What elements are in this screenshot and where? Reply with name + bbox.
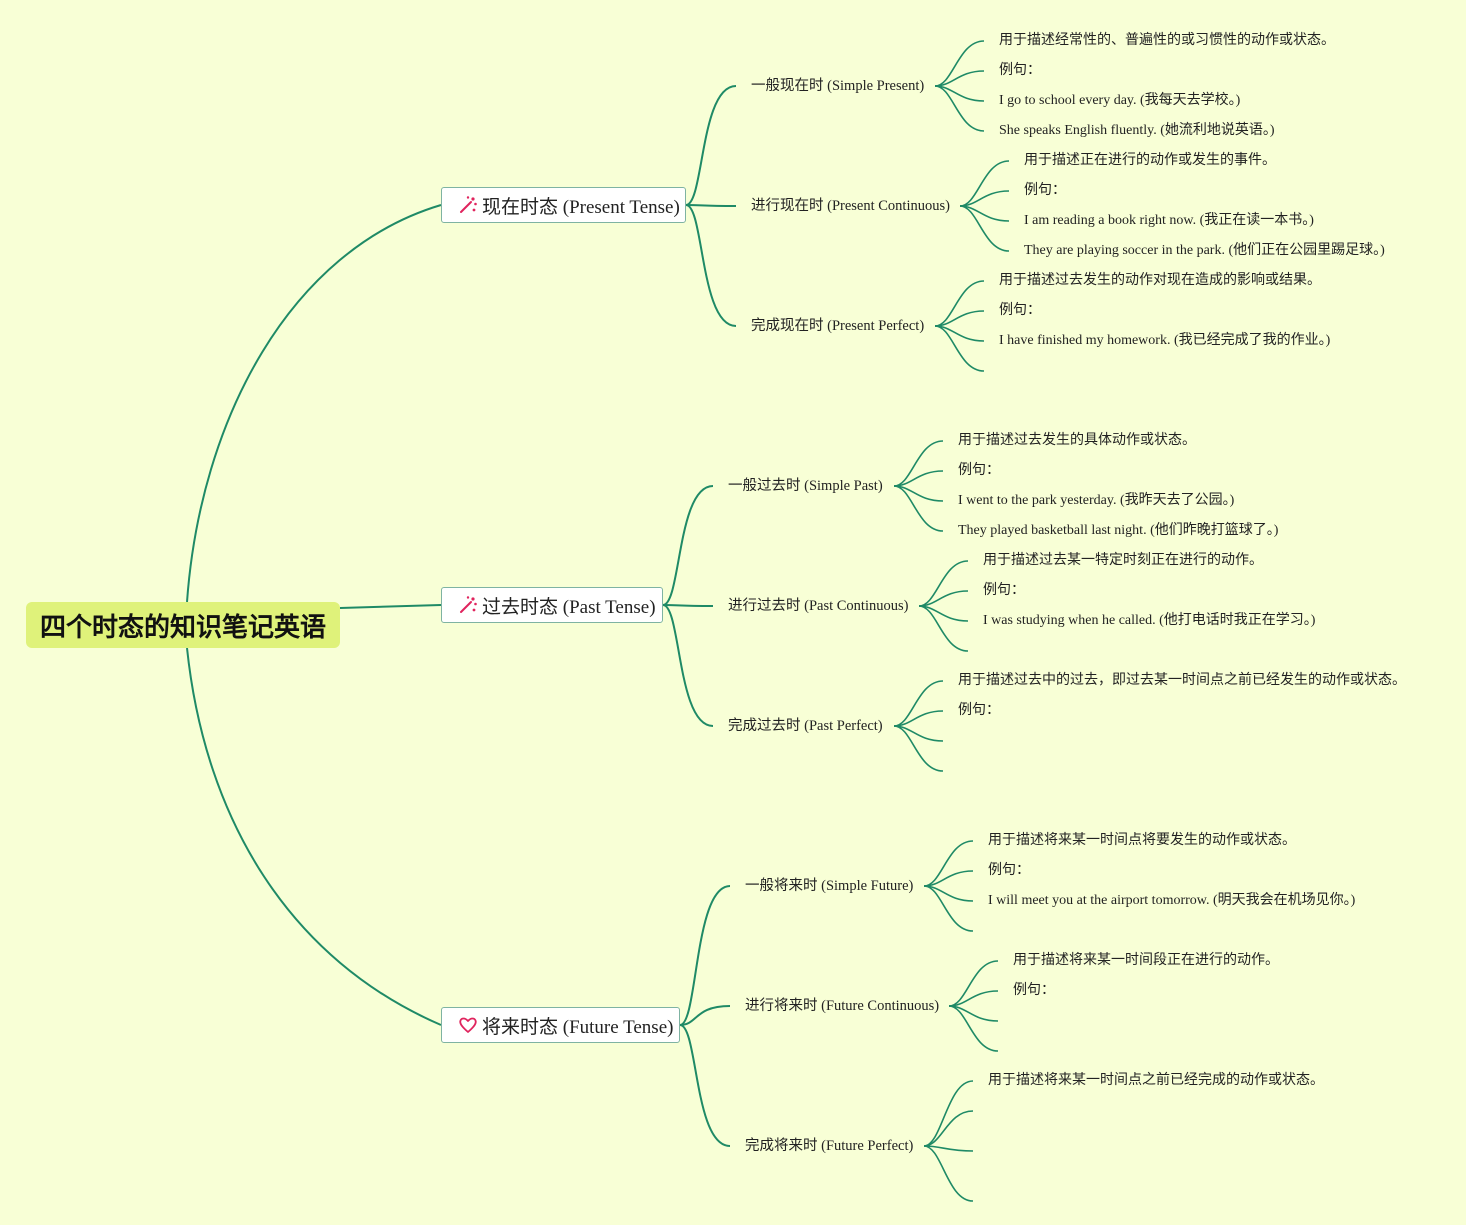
connector-sub-3-leaf-3 — [893, 485, 944, 532]
leaf-note[interactable]: 用于描述将来某一时间点之前已经完成的动作或状态。 — [988, 1073, 1324, 1088]
subtopic-past-perfect[interactable]: 完成过去时 (Past Perfect) — [728, 718, 883, 734]
leaf-note[interactable]: They played basketball last night. (他们昨晚… — [958, 523, 1279, 538]
leaf-note[interactable]: I will meet you at the airport tomorrow.… — [988, 893, 1356, 908]
leaf-note[interactable]: 用于描述过去发生的动作对现在造成的影响或结果。 — [999, 273, 1321, 288]
connector-sub-4-leaf-3 — [918, 605, 969, 652]
connector-sub-3-leaf-0 — [893, 440, 944, 487]
topic-label: 现在时态 (Present Tense) — [482, 196, 680, 218]
connector-topic-0-sub-2 — [685, 204, 737, 327]
connector-sub-6-leaf-0 — [923, 840, 974, 887]
connector-sub-0-leaf-3 — [934, 85, 985, 132]
connector-root-past — [339, 604, 442, 609]
connector-sub-5-leaf-3 — [893, 725, 944, 772]
leaf-note[interactable]: 例句： — [1013, 983, 1055, 998]
subtopic-simple-past[interactable]: 一般过去时 (Simple Past) — [728, 478, 883, 494]
topic-past-tense[interactable]: 过去时态 (Past Tense) — [441, 587, 663, 623]
leaf-note[interactable]: 例句： — [999, 303, 1041, 318]
connector-sub-0-leaf-0 — [934, 40, 985, 87]
leaf-note[interactable]: They are playing soccer in the park. (他们… — [1024, 243, 1385, 258]
connector-topic-0-sub-0 — [685, 85, 737, 206]
leaf-note[interactable]: 例句： — [988, 863, 1030, 878]
heart-icon — [458, 1014, 478, 1036]
connector-root-future — [186, 647, 442, 1026]
topic-label: 过去时态 (Past Tense) — [482, 596, 656, 618]
subtopic-present-perfect[interactable]: 完成现在时 (Present Perfect) — [751, 318, 925, 334]
connector-topic-2-sub-0 — [679, 885, 731, 1026]
subtopic-simple-future[interactable]: 一般将来时 (Simple Future) — [745, 878, 914, 894]
leaf-note[interactable]: 用于描述过去发生的具体动作或状态。 — [958, 433, 1196, 448]
leaf-note[interactable]: 例句： — [958, 463, 1000, 478]
connector-sub-1-leaf-0 — [959, 160, 1010, 207]
leaf-note[interactable]: 例句： — [1024, 183, 1066, 198]
connector-sub-8-leaf-3 — [923, 1145, 974, 1202]
connector-topic-2-sub-2 — [679, 1024, 731, 1147]
subtopic-simple-present[interactable]: 一般现在时 (Simple Present) — [751, 78, 925, 94]
connector-topic-1-sub-0 — [662, 485, 714, 606]
leaf-note[interactable]: 用于描述过去某一特定时刻正在进行的动作。 — [983, 553, 1263, 568]
sparkle-icon — [458, 194, 478, 216]
connector-sub-8-leaf-2 — [923, 1145, 974, 1152]
connector-sub-4-leaf-0 — [918, 560, 969, 607]
topic-present-tense[interactable]: 现在时态 (Present Tense) — [441, 187, 686, 223]
connector-sub-2-leaf-3 — [934, 325, 985, 372]
connector-sub-1-leaf-3 — [959, 205, 1010, 252]
topic-label: 将来时态 (Future Tense) — [482, 1016, 674, 1038]
leaf-note[interactable]: 用于描述将来某一时间点将要发生的动作或状态。 — [988, 833, 1296, 848]
subtopic-past-continuous[interactable]: 进行过去时 (Past Continuous) — [728, 598, 909, 614]
connector-sub-2-leaf-0 — [934, 280, 985, 327]
subtopic-future-continuous[interactable]: 进行将来时 (Future Continuous) — [745, 998, 940, 1014]
connector-sub-6-leaf-3 — [923, 885, 974, 932]
leaf-note[interactable]: She speaks English fluently. (她流利地说英语。) — [999, 123, 1275, 138]
connector-sub-7-leaf-0 — [948, 960, 999, 1007]
subtopic-future-perfect[interactable]: 完成将来时 (Future Perfect) — [745, 1138, 914, 1154]
connector-sub-7-leaf-3 — [948, 1005, 999, 1052]
leaf-note[interactable]: 例句： — [958, 703, 1000, 718]
connector-topic-1-sub-1 — [662, 604, 714, 607]
connector-sub-8-leaf-1 — [923, 1110, 974, 1147]
leaf-note[interactable]: 用于描述正在进行的动作或发生的事件。 — [1024, 153, 1276, 168]
connector-topic-1-sub-2 — [662, 604, 714, 727]
connector-topic-0-sub-1 — [685, 204, 737, 207]
topic-future-tense[interactable]: 将来时态 (Future Tense) — [441, 1007, 680, 1043]
leaf-note[interactable]: I have finished my homework. (我已经完成了我的作业… — [999, 333, 1331, 348]
leaf-note[interactable]: 例句： — [983, 583, 1025, 598]
leaf-note[interactable]: I was studying when he called. (他打电话时我正在… — [983, 613, 1316, 628]
connector-sub-8-leaf-0 — [923, 1080, 974, 1147]
subtopic-present-continuous[interactable]: 进行现在时 (Present Continuous) — [751, 198, 950, 214]
root-topic[interactable]: 四个时态的知识笔记英语 — [26, 602, 340, 648]
leaf-note[interactable]: 用于描述过去中的过去，即过去某一时间点之前已经发生的动作或状态。 — [958, 673, 1406, 688]
leaf-note[interactable]: I go to school every day. (我每天去学校。) — [999, 93, 1241, 108]
sparkle-icon — [458, 594, 478, 616]
leaf-note[interactable]: 例句： — [999, 63, 1041, 78]
leaf-note[interactable]: I am reading a book right now. (我正在读一本书。… — [1024, 213, 1314, 228]
leaf-note[interactable]: I went to the park yesterday. (我昨天去了公园。) — [958, 493, 1235, 508]
connector-root-present — [186, 204, 442, 603]
connector-sub-5-leaf-0 — [893, 680, 944, 727]
leaf-note[interactable]: 用于描述将来某一时间段正在进行的动作。 — [1013, 953, 1279, 968]
leaf-note[interactable]: 用于描述经常性的、普遍性的或习惯性的动作或状态。 — [999, 33, 1335, 48]
connector-topic-2-sub-1 — [679, 1005, 731, 1026]
